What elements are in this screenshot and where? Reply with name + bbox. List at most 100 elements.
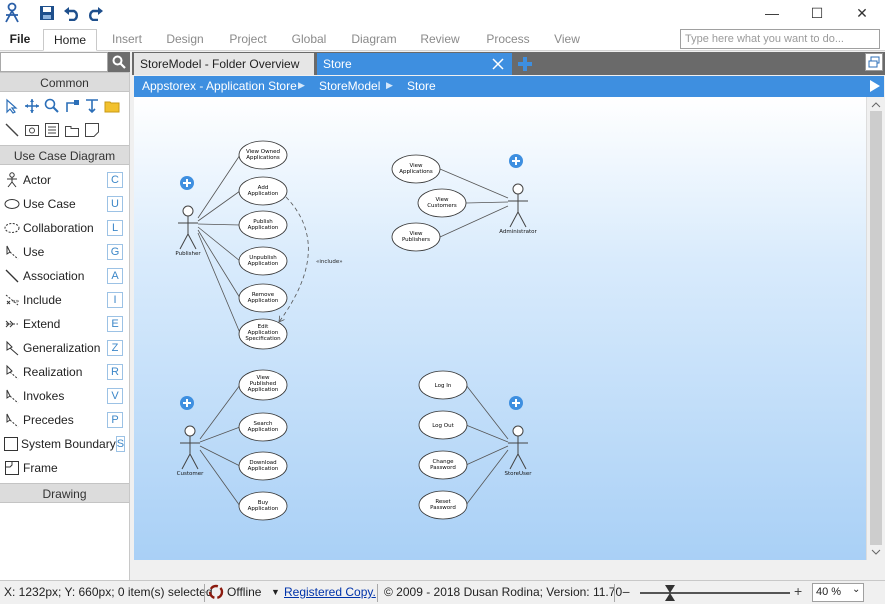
scrollbar-thumb[interactable] [870, 111, 882, 545]
window-list-icon[interactable] [865, 53, 883, 71]
tab-design[interactable]: Design [166, 32, 204, 46]
pan-icon[interactable] [23, 97, 41, 115]
use-case-change-password[interactable]: Change Password [418, 450, 468, 480]
minimize-button[interactable]: — [765, 5, 779, 21]
connector-icon[interactable] [63, 97, 81, 115]
align-icon[interactable] [83, 97, 101, 115]
use-case-log-in[interactable]: Log In [418, 370, 468, 400]
play-icon[interactable] [869, 79, 881, 96]
tab-global[interactable]: Global [291, 32, 327, 46]
breadcrumb-item-project[interactable]: Appstorex - Application Store [142, 79, 297, 93]
text-block-icon[interactable] [43, 121, 61, 139]
tool-actor[interactable]: Actor C [0, 168, 129, 192]
breadcrumb-item-model[interactable]: StoreModel [319, 79, 381, 93]
line-icon[interactable] [3, 121, 21, 139]
tab-home[interactable]: Home [43, 29, 97, 51]
search-icon[interactable] [108, 52, 130, 72]
use-case-add-application[interactable]: Add Application [238, 176, 288, 206]
tool-invokes[interactable]: Invokes V [0, 384, 129, 408]
chevron-down-icon[interactable]: ▼ [271, 587, 280, 597]
tab-insert[interactable]: Insert [111, 32, 142, 46]
use-case-view-applications[interactable]: View Applications [391, 154, 441, 184]
tool-generalization[interactable]: Generalization Z [0, 336, 129, 360]
breadcrumb-item-diagram[interactable]: Store [407, 79, 436, 93]
tab-file[interactable]: File [9, 32, 31, 46]
add-element-icon[interactable] [180, 396, 194, 410]
pointer-icon[interactable] [3, 97, 21, 115]
redo-icon[interactable] [85, 4, 105, 22]
close-button[interactable]: ✕ [856, 4, 868, 21]
add-element-icon[interactable] [509, 396, 523, 410]
actor-publisher[interactable]: Publisher [175, 205, 201, 257]
use-case-edit-application-specification[interactable]: Edit Application Specification [238, 318, 288, 350]
common-tools-row-2 [0, 118, 129, 142]
tab-project[interactable]: Project [229, 32, 267, 46]
use-case-remove-application[interactable]: Remove Application [238, 283, 288, 313]
svg-text:Remove: Remove [252, 292, 275, 298]
tool-frame[interactable]: Frame [0, 456, 129, 480]
tab-diagram[interactable]: Diagram [351, 32, 397, 46]
zoom-icon[interactable] [43, 97, 61, 115]
use-case-buy-application[interactable]: Buy Application [238, 491, 288, 521]
use-case-view-owned-applications[interactable]: View Owned Applications [238, 140, 288, 170]
tool-use[interactable]: Use G [0, 240, 129, 264]
add-tab-icon[interactable] [515, 54, 535, 74]
use-case-view-published-application[interactable]: View Published Application [238, 369, 288, 401]
use-case-search-application[interactable]: Search Application [238, 412, 288, 442]
use-case-view-customers[interactable]: View Customers [417, 188, 467, 218]
vertical-scrollbar[interactable] [866, 97, 884, 560]
tool-system-boundary[interactable]: System Boundary S [0, 432, 129, 456]
use-case-view-publishers[interactable]: View Publishers [391, 222, 441, 252]
maximize-button[interactable]: ☐ [810, 4, 824, 21]
svg-text:Password: Password [430, 505, 456, 511]
registered-copy-link[interactable]: Registered Copy. [284, 585, 376, 599]
tool-association[interactable]: Association A [0, 264, 129, 288]
chevron-down-icon[interactable]: ⌄ [852, 584, 861, 595]
tab-store[interactable]: Store [317, 53, 512, 75]
toolbox-search-input[interactable] [0, 52, 108, 72]
tab-review[interactable]: Review [420, 32, 460, 46]
zoom-slider[interactable] [640, 592, 790, 594]
use-case-diagram[interactable]: Publisher «include» View Owned Applicati… [134, 97, 866, 560]
zoom-out-icon[interactable]: − [622, 584, 631, 600]
add-element-icon[interactable] [180, 176, 194, 190]
section-use-case-diagram[interactable]: Use Case Diagram [0, 145, 129, 165]
save-icon[interactable] [37, 4, 57, 22]
tab-process[interactable]: Process [486, 32, 530, 46]
svg-text:Published: Published [250, 381, 276, 387]
tab-view[interactable]: View [554, 32, 580, 46]
add-element-icon[interactable] [509, 154, 523, 168]
copyright-text: © 2009 - 2018 Dusan Rodina; Version: 11.… [384, 585, 623, 599]
tool-realization[interactable]: Realization R [0, 360, 129, 384]
note-icon[interactable] [83, 121, 101, 139]
zoom-select[interactable]: 40 % [812, 583, 864, 602]
command-search-input[interactable] [680, 29, 880, 49]
undo-icon[interactable] [62, 4, 82, 22]
scroll-down-icon[interactable] [867, 546, 885, 558]
tool-extend[interactable]: Extend E [0, 312, 129, 336]
package-icon[interactable] [63, 121, 81, 139]
actor-storeuser[interactable]: StoreUser [504, 425, 532, 477]
use-case-reset-password[interactable]: Reset Password [418, 490, 468, 520]
actor-administrator[interactable]: Administrator [499, 183, 537, 235]
use-case-log-out[interactable]: Log Out [418, 410, 468, 440]
use-case-publish-application[interactable]: Publish Application [238, 210, 288, 240]
tool-collaboration[interactable]: Collaboration L [0, 216, 129, 240]
actor-customer[interactable]: Customer [177, 425, 204, 477]
scroll-up-icon[interactable] [867, 99, 885, 111]
image-icon[interactable] [23, 121, 41, 139]
tool-use-case[interactable]: Use Case U [0, 192, 129, 216]
zoom-slider-thumb[interactable] [664, 584, 676, 604]
include-relationship[interactable] [279, 196, 309, 322]
close-icon[interactable] [489, 55, 507, 73]
use-case-download-application[interactable]: Download Application [238, 451, 288, 481]
tool-include[interactable]: «» Include I [0, 288, 129, 312]
section-drawing[interactable]: Drawing [0, 483, 129, 503]
diagram-canvas[interactable]: Publisher «include» View Owned Applicati… [134, 97, 866, 560]
folder-icon[interactable] [103, 97, 121, 115]
zoom-in-icon[interactable]: + [794, 583, 803, 599]
tool-precedes[interactable]: Precedes P [0, 408, 129, 432]
section-common[interactable]: Common [0, 72, 129, 92]
use-case-unpublish-application[interactable]: Unpublish Application [238, 246, 288, 276]
tab-folder-overview[interactable]: StoreModel - Folder Overview [134, 53, 314, 75]
